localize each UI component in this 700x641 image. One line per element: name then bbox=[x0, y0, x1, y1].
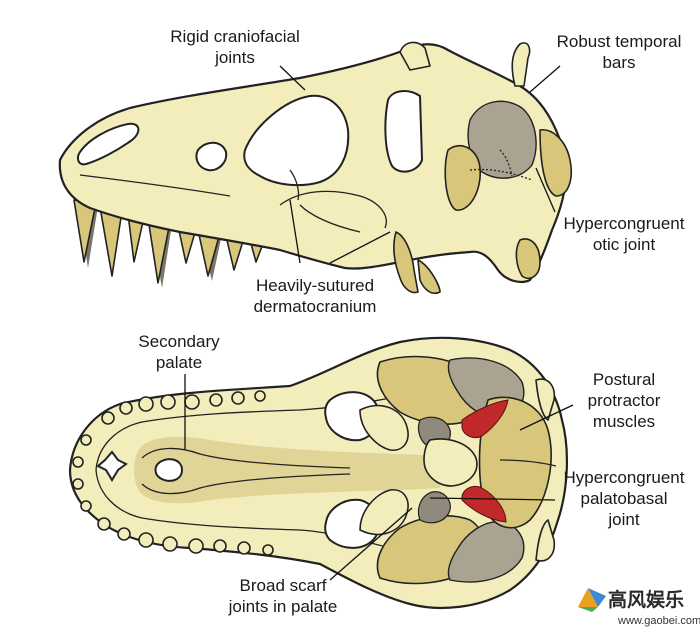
label-rigid-craniofacial: Rigid craniofacial joints bbox=[170, 27, 299, 67]
svg-text:Broad scarf: Broad scarf bbox=[240, 576, 327, 595]
palatal-skull bbox=[68, 336, 568, 609]
svg-text:muscles: muscles bbox=[593, 412, 655, 431]
label-hypercongruent-otic: Hypercongruent otic joint bbox=[564, 214, 685, 254]
svg-text:dermatocranium: dermatocranium bbox=[254, 297, 377, 316]
naris-opening bbox=[77, 122, 140, 166]
svg-text:joints in palate: joints in palate bbox=[228, 597, 338, 616]
label-hypercongruent-palatobasal: Hypercongruent palatobasal joint bbox=[564, 468, 685, 529]
svg-text:Hypercongruent: Hypercongruent bbox=[564, 214, 685, 233]
svg-text:Rigid craniofacial: Rigid craniofacial bbox=[170, 27, 299, 46]
watermark-name: 高风娱乐 bbox=[608, 588, 684, 611]
svg-text:otic joint: otic joint bbox=[593, 235, 656, 254]
svg-text:palatobasal: palatobasal bbox=[581, 489, 668, 508]
label-broad-scarf: Broad scarf joints in palate bbox=[228, 576, 338, 616]
antorbital-fenestra bbox=[243, 94, 350, 187]
svg-text:palate: palate bbox=[156, 353, 202, 372]
orbit-opening bbox=[384, 90, 424, 173]
svg-text:Secondary: Secondary bbox=[138, 332, 220, 351]
svg-text:Hypercongruent: Hypercongruent bbox=[564, 468, 685, 487]
svg-text:Heavily-sutured: Heavily-sutured bbox=[256, 276, 374, 295]
svg-text:joint: joint bbox=[607, 510, 639, 529]
label-robust-temporal: Robust temporal bars bbox=[557, 32, 682, 72]
label-heavily-sutured: Heavily-sutured dermatocranium bbox=[254, 276, 377, 316]
protractor-muscle-lower bbox=[461, 485, 507, 523]
secondary-palate bbox=[134, 436, 440, 504]
label-secondary-palate: Secondary palate bbox=[138, 332, 220, 372]
watermark: 高风娱乐 www.gaobei.com bbox=[578, 588, 700, 627]
leader-lines bbox=[184, 65, 574, 581]
svg-text:Postural: Postural bbox=[593, 370, 655, 389]
lateral-skull bbox=[58, 41, 572, 295]
svg-text:protractor: protractor bbox=[588, 391, 661, 410]
svg-text:Robust temporal: Robust temporal bbox=[557, 32, 682, 51]
protractor-muscle-upper bbox=[461, 399, 509, 439]
svg-text:bars: bars bbox=[602, 53, 635, 72]
watermark-logo-icon bbox=[578, 588, 606, 612]
palatal-teeth-row bbox=[72, 390, 274, 556]
watermark-url: www.gaobei.com bbox=[617, 615, 700, 627]
svg-text:joints: joints bbox=[214, 48, 255, 67]
label-postural-protractor: Postural protractor muscles bbox=[588, 370, 661, 431]
